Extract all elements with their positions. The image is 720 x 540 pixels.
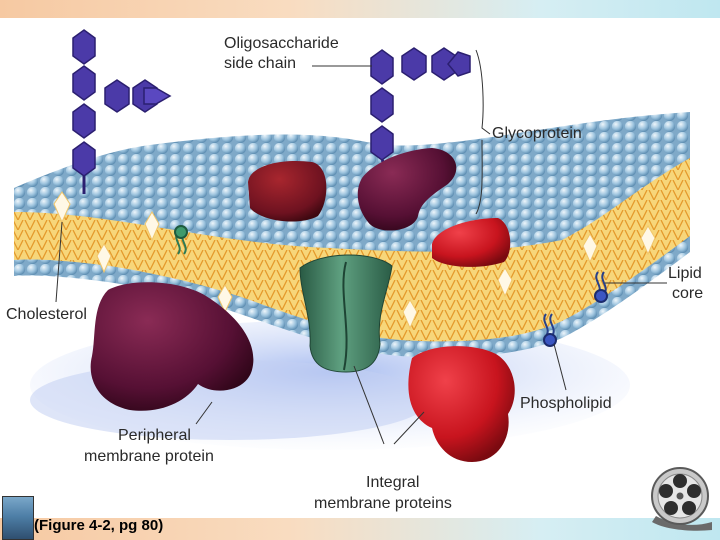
glycoprotein-maroon-left bbox=[248, 160, 327, 222]
figure-caption: (Figure 4-2, pg 80) bbox=[34, 517, 164, 534]
label-cholesterol: Cholesterol bbox=[6, 306, 87, 323]
left-oligosaccharide-chain bbox=[72, 29, 172, 177]
top-gradient-bar bbox=[0, 0, 720, 18]
label-peripheral-line1: Peripheral bbox=[118, 427, 191, 444]
membrane-top-surface bbox=[14, 112, 690, 244]
label-peripheral-line2: membrane protein bbox=[84, 448, 214, 465]
integral-red-protein bbox=[408, 346, 515, 462]
phospholipid-markers bbox=[174, 225, 608, 347]
channel-groove bbox=[342, 261, 348, 371]
upper-head-row bbox=[14, 144, 690, 252]
film-reel-icon[interactable] bbox=[646, 466, 716, 532]
label-lipid-line2: core bbox=[672, 285, 704, 302]
glycoprotein-purple-center bbox=[357, 148, 457, 231]
peripheral-membrane-protein bbox=[90, 282, 254, 411]
bottom-gradient-bar bbox=[0, 518, 720, 540]
slide-thumbnail-icon[interactable] bbox=[2, 496, 34, 540]
center-oligosaccharide-chain bbox=[370, 47, 471, 161]
label-integral-line1: Integral bbox=[366, 474, 420, 491]
label-phospholipid: Phospholipid bbox=[520, 395, 612, 412]
label-oligosaccharide-line1: Oligosaccharide bbox=[224, 35, 339, 52]
glycoprotein-red-right bbox=[432, 218, 511, 267]
leader-lines bbox=[55, 49, 667, 445]
label-glycoprotein: Glycoprotein bbox=[492, 125, 582, 142]
label-oligosaccharide-line2: side chain bbox=[224, 55, 297, 72]
label-integral-line2: membrane proteins bbox=[314, 495, 452, 512]
label-lipid-line1: Lipid bbox=[668, 265, 702, 282]
